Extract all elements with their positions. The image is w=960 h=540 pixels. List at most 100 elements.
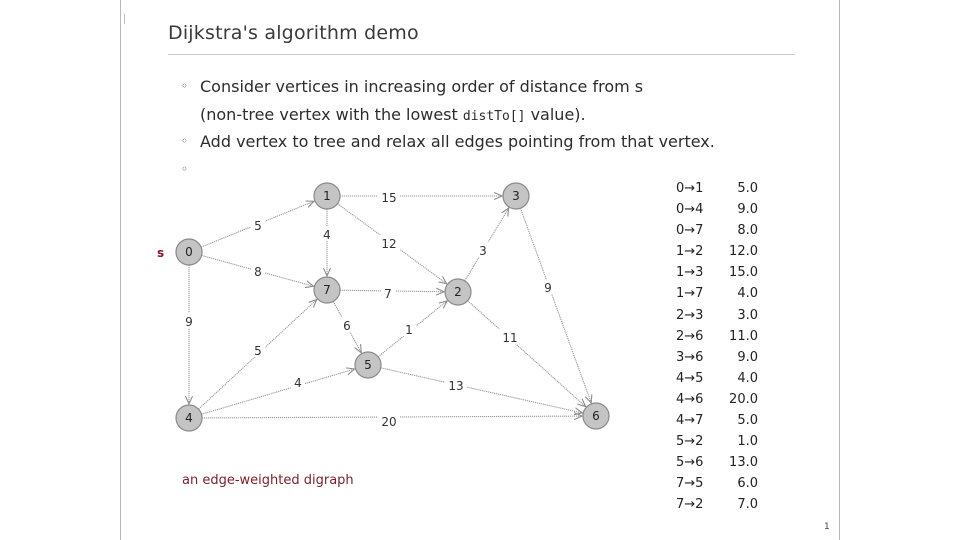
- edge-table-edge: 5→6: [676, 455, 704, 471]
- distto-code: distTo[]: [462, 109, 526, 124]
- edge-table-weight: 4.0: [737, 286, 758, 302]
- edge-table-row: 0→1 5.0: [676, 181, 758, 202]
- edge-table-edge: 2→6: [676, 328, 704, 344]
- edge-7-5: [332, 301, 361, 352]
- title-divider: [168, 54, 795, 55]
- vertex-label-4: 4: [185, 411, 193, 425]
- edge-2-6: [467, 300, 586, 407]
- vertex-label-5: 5: [364, 358, 372, 372]
- edge-table-row: 7→5 6.0: [676, 476, 758, 497]
- slide-frame: [120, 0, 840, 540]
- edge-table-row: 4→6 20.0: [676, 392, 758, 413]
- edge-table-weight: 5.0: [737, 413, 758, 429]
- edge-label-bg: [378, 189, 400, 204]
- edge-label-bg: [476, 242, 490, 257]
- edge-1-2: [337, 203, 446, 284]
- edge-weight-5-6: 13: [448, 379, 463, 393]
- edge-table-row: 0→4 9.0: [676, 202, 758, 223]
- vertex-label-1: 1: [323, 189, 331, 203]
- edge-table-weight: 20.0: [729, 391, 758, 407]
- edge-table-weight: 3.0: [737, 307, 758, 323]
- vertex-7: [313, 276, 341, 304]
- edge-table-edge: 4→6: [676, 391, 704, 407]
- vertex-5: [354, 351, 382, 379]
- edge-table-edge: 1→3: [676, 265, 704, 281]
- vertex-label-3: 3: [512, 189, 520, 203]
- edge-label-bg: [251, 263, 265, 278]
- edge-weight-0-1: 5: [254, 219, 262, 233]
- edge-label-bg: [541, 279, 555, 294]
- bullet-1-line-2-post: value).: [525, 105, 586, 124]
- edge-table-edge: 0→7: [676, 223, 704, 239]
- edge-weight-1-2: 12: [381, 237, 396, 251]
- edge-table-edge: 7→5: [676, 476, 704, 492]
- edge-table-row: 2→6 11.0: [676, 329, 758, 350]
- edge-table-edge: 4→7: [676, 413, 704, 429]
- vertex-6: [582, 402, 610, 430]
- edge-label-bg: [378, 413, 400, 428]
- vertex-label-0: 0: [185, 245, 193, 259]
- page-number: 1: [824, 522, 830, 532]
- edge-table-weight: 1.0: [737, 434, 758, 450]
- edge-table-weight: 9.0: [737, 349, 758, 365]
- edge-table-weight: 15.0: [729, 265, 758, 281]
- edge-weight-4-6: 20: [381, 415, 396, 429]
- edge-table-row: 2→3 3.0: [676, 308, 758, 329]
- edge-weight-3-6: 9: [544, 281, 552, 295]
- edge-weight-4-7: 5: [254, 344, 262, 358]
- edge-table-edge: 2→3: [676, 307, 704, 323]
- edge-table-edge: 5→2: [676, 434, 704, 450]
- edge-label-bg: [320, 226, 334, 241]
- vertex-label-2: 2: [454, 285, 462, 299]
- edge-table-row: 1→2 12.0: [676, 244, 758, 265]
- edge-weight-5-2: 1: [405, 323, 413, 337]
- edge-label-bg: [291, 374, 305, 389]
- vertex-1: [313, 182, 341, 210]
- vertex-0: [175, 238, 203, 266]
- edge-list-table: 0→1 5.0 0→4 9.0 0→7 8.0 1→2 12.0 1→3 15.0 1→7 4.0 2→…: [676, 181, 758, 519]
- edge-table-weight: 4.0: [737, 370, 758, 386]
- edge-table-row: 5→2 1.0: [676, 434, 758, 455]
- edge-label-bg: [402, 321, 416, 336]
- edge-label-bg: [251, 217, 265, 232]
- source-label: s: [157, 246, 164, 260]
- edge-3-6: [519, 208, 591, 403]
- bullet-1-line-2: (non-tree vertex with the lowest distTo[…: [200, 105, 586, 124]
- edge-table-weight: 12.0: [729, 244, 758, 260]
- edge-5-6: [380, 367, 583, 413]
- edge-table-row: 4→7 5.0: [676, 413, 758, 434]
- edge-table-weight: 6.0: [737, 476, 758, 492]
- edge-table-weight: 9.0: [737, 202, 758, 218]
- vertex-3: [502, 182, 530, 210]
- edge-table-row: 1→7 4.0: [676, 286, 758, 307]
- edge-table-weight: 8.0: [737, 223, 758, 239]
- edge-label-bg: [499, 329, 521, 344]
- edge-label-bg: [340, 317, 354, 332]
- edge-table-row: 1→3 15.0: [676, 265, 758, 286]
- edge-label-bg: [182, 313, 196, 328]
- edge-label-bg: [381, 285, 395, 300]
- bullet-1-line-2-pre: (non-tree vertex with the lowest: [200, 105, 463, 124]
- edge-table-weight: 11.0: [729, 328, 758, 344]
- edge-table-edge: 4→5: [676, 370, 704, 386]
- edge-table-edge: 7→2: [676, 497, 704, 513]
- edge-label-bg: [378, 235, 400, 250]
- edge-table-row: 4→5 4.0: [676, 371, 758, 392]
- vertex-label-6: 6: [592, 409, 600, 423]
- edge-table-edge: 1→7: [676, 286, 704, 302]
- edge-4-5: [201, 369, 354, 415]
- vertex-label-7: 7: [323, 283, 331, 297]
- bullet-1-line-1: Consider vertices in increasing order of…: [200, 77, 644, 96]
- slide-title: Dijkstra's algorithm demo: [168, 22, 419, 44]
- edge-table-weight: 5.0: [737, 181, 758, 196]
- vertex-4: [175, 404, 203, 432]
- edge-table-edge: 0→1: [676, 181, 704, 196]
- edge-table-edge: 3→6: [676, 349, 704, 365]
- edge-table-edge: 1→2: [676, 244, 704, 260]
- edge-weight-0-7: 8: [254, 265, 262, 279]
- edge-table-edge: 0→4: [676, 202, 704, 218]
- edge-label-bg: [445, 377, 467, 392]
